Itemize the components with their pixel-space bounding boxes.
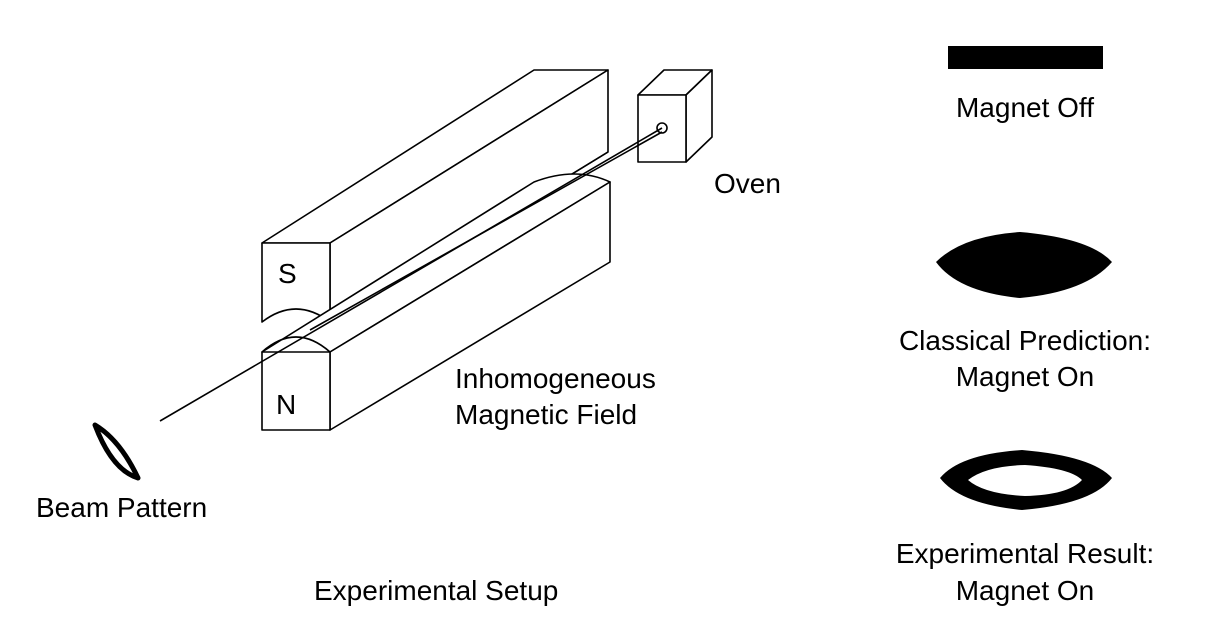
classical-prediction-sublabel: Magnet On (956, 361, 1095, 392)
experimental-result-ring (940, 450, 1112, 510)
magnet-n-label: N (276, 389, 296, 420)
magnet-off-label: Magnet Off (956, 92, 1094, 123)
experimental-result-label: Experimental Result: (896, 538, 1154, 569)
upper-magnet-s (261, 69, 609, 323)
field-label-line1: Inhomogeneous (455, 363, 656, 394)
beam-pattern-shape (92, 422, 141, 481)
experimental-result-sublabel: Magnet On (956, 575, 1095, 606)
atomic-beam (159, 127, 663, 422)
magnet-s-label: S (278, 258, 297, 289)
oven-label: Oven (714, 168, 781, 199)
setup-caption: Experimental Setup (314, 575, 558, 606)
classical-prediction-label: Classical Prediction: (899, 325, 1151, 356)
field-label-line2: Magnetic Field (455, 399, 637, 430)
oven-box (637, 69, 713, 163)
beam-pattern-label: Beam Pattern (36, 492, 207, 523)
magnet-off-bar (948, 46, 1103, 69)
classical-prediction-blob (936, 232, 1112, 298)
